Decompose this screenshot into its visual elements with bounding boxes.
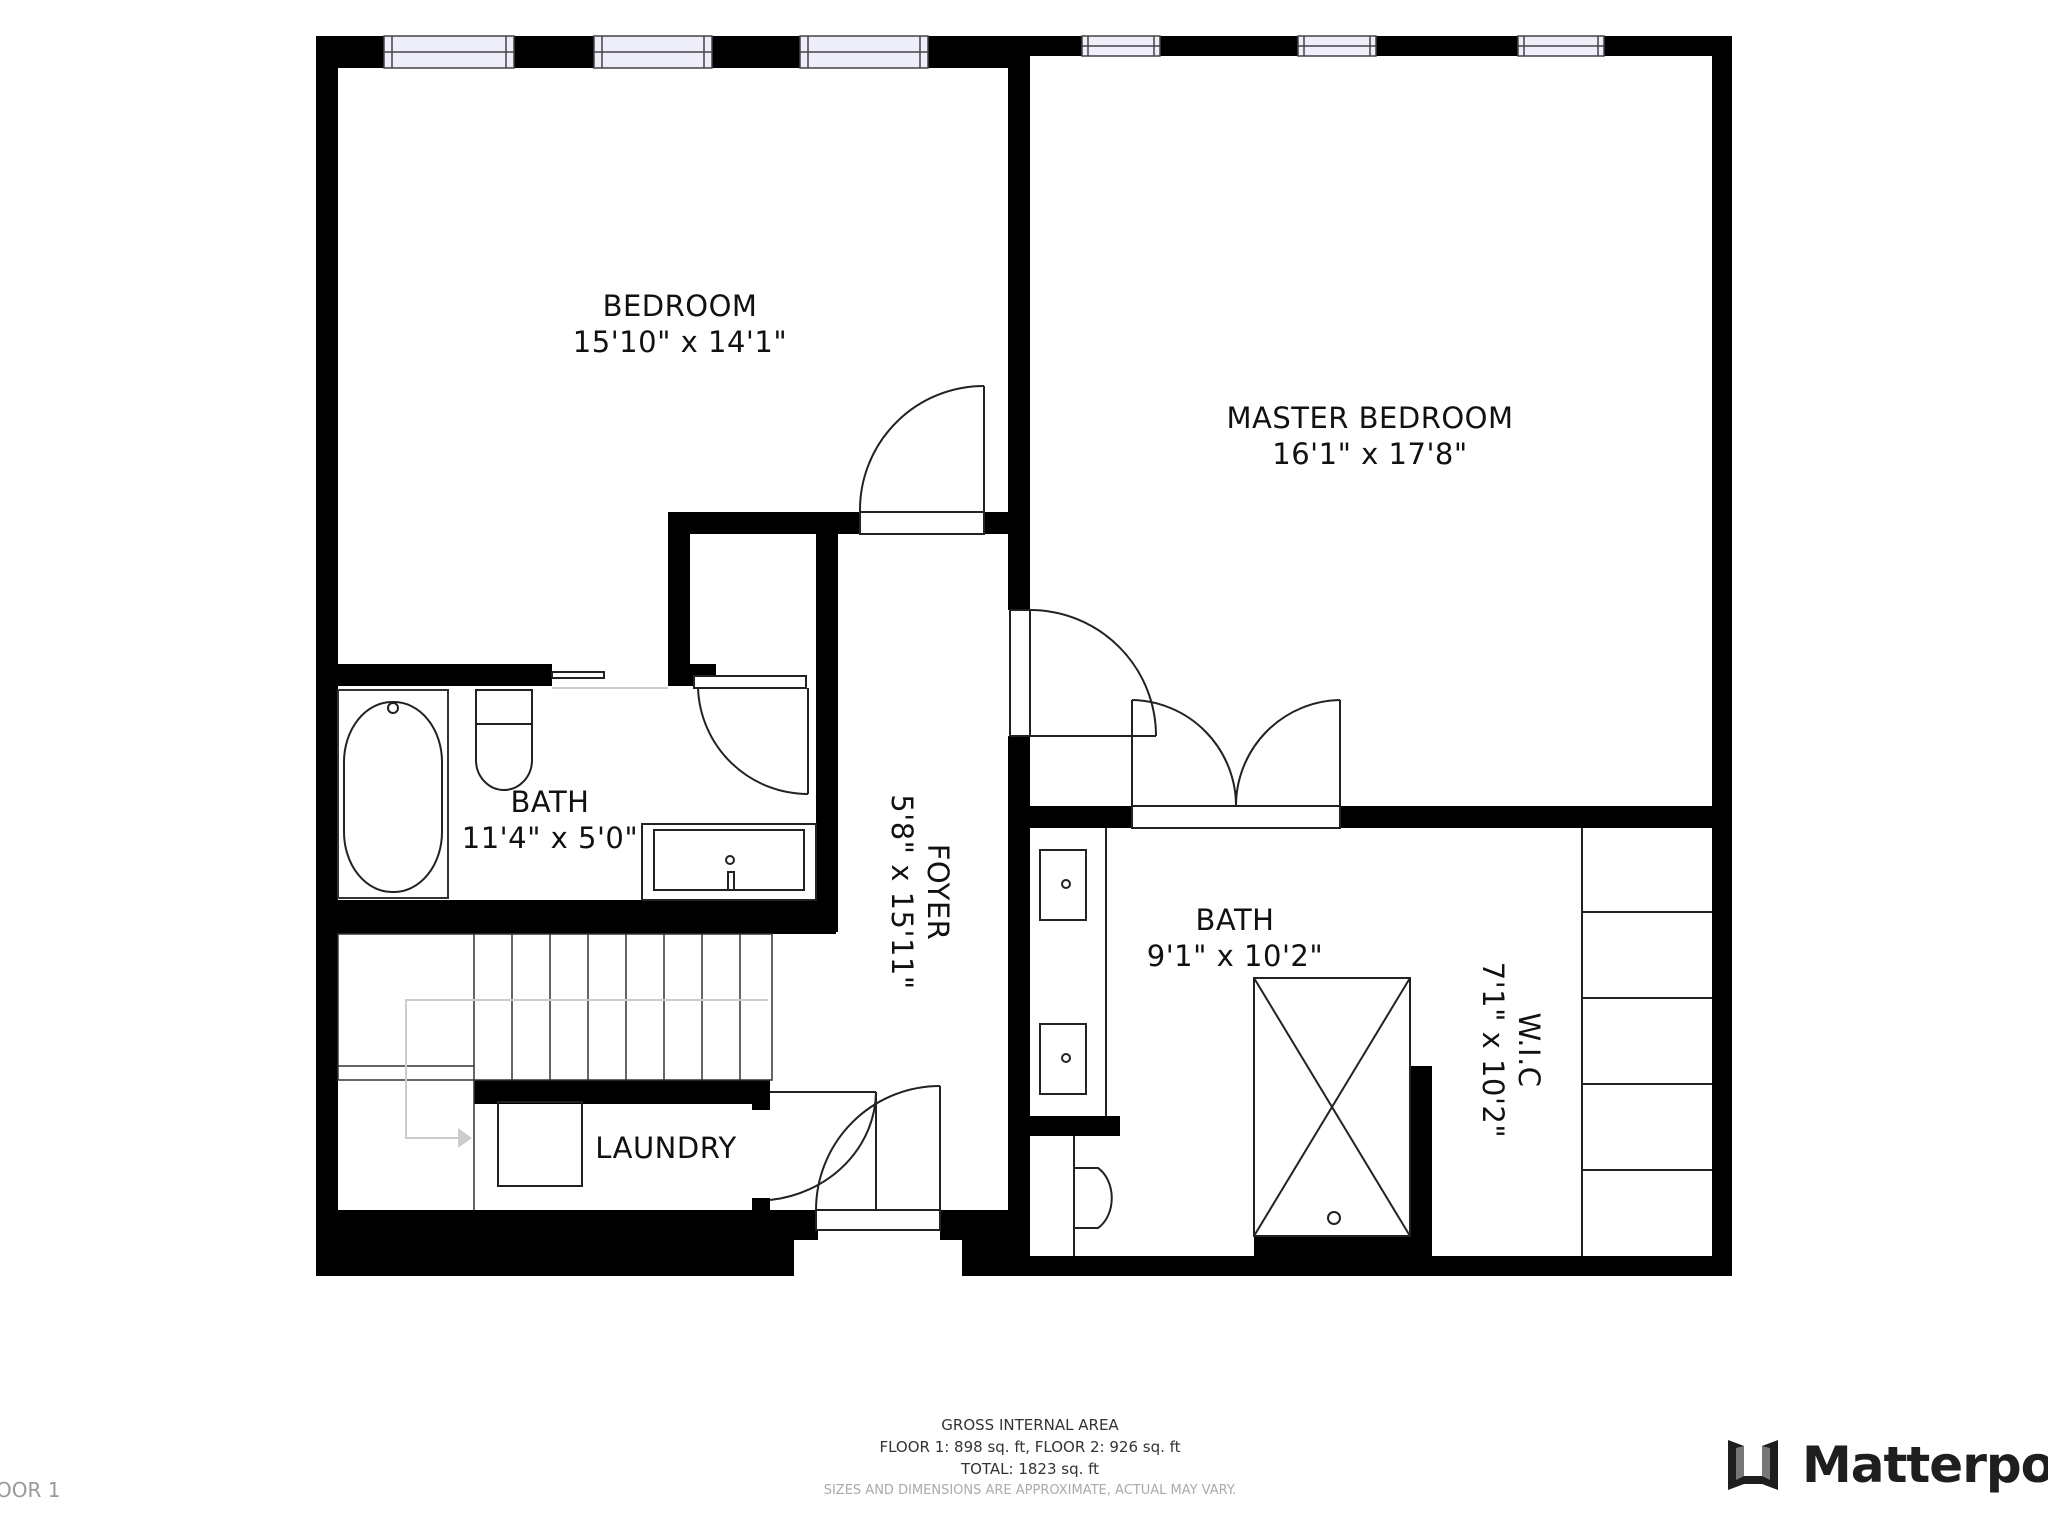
room-bath-master-size: 9'1" x 10'2" bbox=[1146, 939, 1324, 973]
area-total: TOTAL: 1823 sq. ft bbox=[960, 1460, 1100, 1478]
room-bath-master-name: BATH bbox=[1195, 903, 1275, 937]
room-wic: W.I.C 7'1" x 10'2" bbox=[1475, 945, 1547, 1155]
fixtures bbox=[337, 385, 1712, 1256]
room-bath-master: BATH 9'1" x 10'2" bbox=[1120, 902, 1350, 974]
room-foyer-name: FOYER bbox=[921, 843, 955, 941]
room-bedroom-name: BEDROOM bbox=[602, 289, 758, 323]
area-summary: GROSS INTERNAL AREA FLOOR 1: 898 sq. ft,… bbox=[780, 1414, 1280, 1502]
room-bedroom: BEDROOM 15'10" x 14'1" bbox=[540, 288, 820, 360]
floor-tag: OOR 1 bbox=[0, 1478, 61, 1502]
room-bedroom-size: 15'10" x 14'1" bbox=[572, 325, 788, 359]
area-title: GROSS INTERNAL AREA bbox=[941, 1416, 1119, 1434]
matterport-logo-icon bbox=[1728, 1440, 1778, 1490]
room-laundry-name: LAUNDRY bbox=[595, 1131, 737, 1165]
room-foyer: FOYER 5'8" x 15'11" bbox=[884, 782, 956, 1002]
room-wic-size: 7'1" x 10'2" bbox=[1476, 961, 1510, 1139]
room-master-bedroom: MASTER BEDROOM 16'1" x 17'8" bbox=[1190, 400, 1550, 472]
room-bath-small: BATH 11'4" x 5'0" bbox=[440, 784, 660, 856]
area-disclaimer: SIZES AND DIMENSIONS ARE APPROXIMATE, AC… bbox=[823, 1483, 1237, 1498]
room-bath-small-name: BATH bbox=[510, 785, 590, 819]
room-master-bedroom-size: 16'1" x 17'8" bbox=[1272, 437, 1468, 471]
walls bbox=[316, 36, 1732, 1276]
room-laundry: LAUNDRY bbox=[586, 1130, 746, 1166]
windows bbox=[383, 35, 1605, 69]
room-foyer-size: 5'8" x 15'11" bbox=[885, 794, 919, 990]
area-floors: FLOOR 1: 898 sq. ft, FLOOR 2: 926 sq. ft bbox=[879, 1438, 1181, 1456]
room-bath-small-size: 11'4" x 5'0" bbox=[461, 821, 639, 855]
stairs bbox=[337, 933, 773, 1210]
room-wic-name: W.I.C bbox=[1512, 1012, 1546, 1088]
brand: Matterport bbox=[1724, 1436, 2048, 1494]
brand-name: Matterport bbox=[1802, 1436, 2048, 1494]
room-master-bedroom-name: MASTER BEDROOM bbox=[1226, 401, 1514, 435]
